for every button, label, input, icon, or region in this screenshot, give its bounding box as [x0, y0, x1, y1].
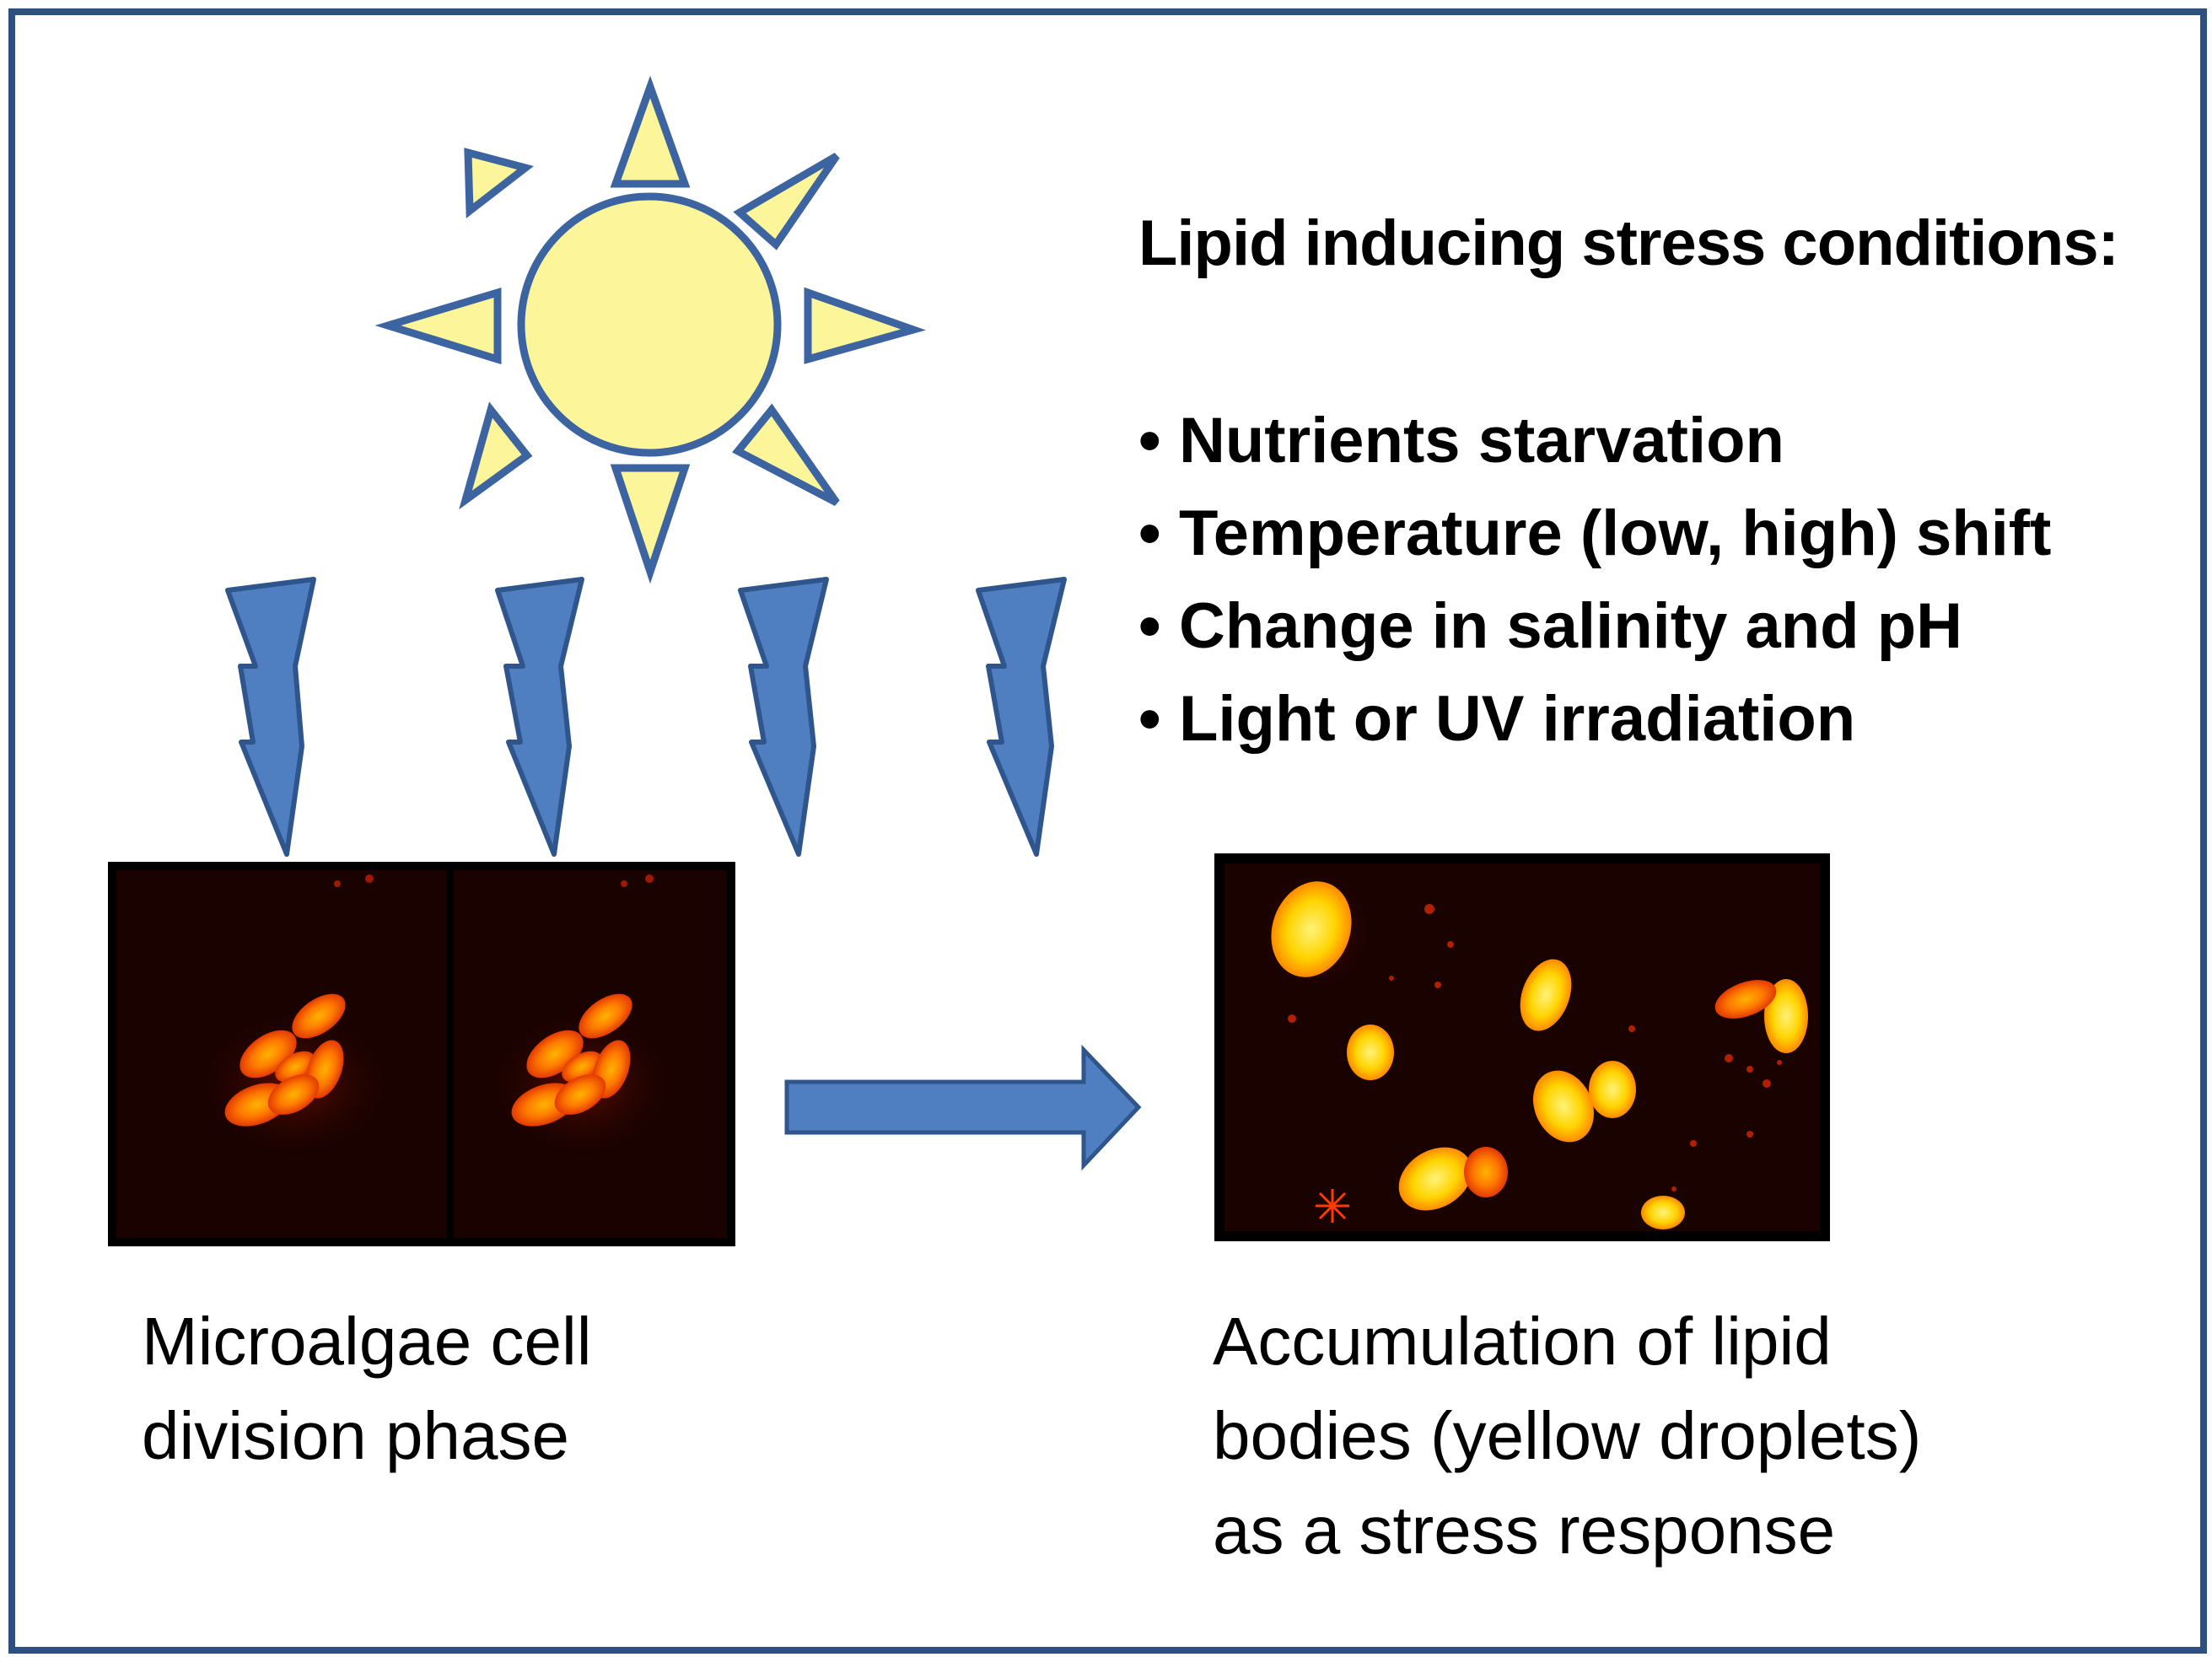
caption-right: Accumulation of lipid bodies (yellow dro…: [1213, 1294, 2056, 1578]
condition-label: Light or UV irradiation: [1179, 683, 1856, 755]
sun-disc: [517, 192, 782, 457]
sun-ray-left: [374, 287, 502, 365]
caption-right-line: Accumulation of lipid: [1213, 1304, 1832, 1379]
sun-ray-bottom: [610, 464, 691, 584]
caption-left-line: division phase: [142, 1398, 569, 1473]
cell: [292, 993, 346, 1039]
lipid-droplet: [1398, 1147, 1472, 1211]
diagram-frame: [8, 8, 2207, 1654]
micrograph-left: [108, 862, 735, 1246]
star-artifact: [1316, 1189, 1349, 1223]
sun-ray-bottom-left: [459, 401, 533, 510]
cell-cluster: [194, 874, 396, 1159]
condition-item: • Nutrients starvation: [1138, 395, 2051, 487]
right-arrow-icon: [784, 1044, 1142, 1171]
condition-item: •Change in salinity and pH: [1138, 580, 2051, 673]
sun-icon: [374, 75, 926, 584]
lightning-bolt-icon: [225, 577, 316, 857]
cell: [267, 1074, 320, 1115]
bullet-icon: •: [1138, 498, 1161, 569]
lipid-droplet: [1589, 1061, 1636, 1118]
cell: [579, 993, 632, 1039]
lipid-droplets: [1257, 869, 1808, 1229]
sun-ray-top-right: [733, 153, 840, 250]
lipid-droplet: [1641, 1196, 1685, 1229]
stress-conditions-list: • Nutrients starvation • Temperature (low,…: [1138, 395, 2051, 766]
lightning-bolt-icon: [976, 577, 1067, 857]
bullet-icon: •: [1138, 405, 1161, 476]
lipid-droplet: [1533, 1070, 1594, 1143]
condition-label: Temperature (low, high) shift: [1179, 498, 2052, 569]
caption-right-line: as a stress response: [1213, 1493, 1836, 1568]
condition-item: •Light or UV irradiation: [1138, 673, 2051, 766]
bullet-icon: •: [1138, 683, 1161, 755]
lightning-bolt-icon: [495, 577, 584, 857]
bullet-icon: •: [1138, 590, 1161, 662]
lipid-droplet: [1464, 1147, 1508, 1197]
caption-left-line: Microalgae cell: [142, 1304, 592, 1379]
cell-cluster: [485, 874, 679, 1159]
caption-left: Microalgae cell division phase: [142, 1294, 732, 1483]
condition-label: Change in salinity and pH: [1179, 590, 1962, 662]
condition-item: • Temperature (low, high) shift: [1138, 487, 2051, 580]
lipid-droplet: [1347, 1025, 1394, 1080]
condition-label: Nutrients starvation: [1179, 405, 1784, 476]
lipid-droplet: [1520, 959, 1572, 1031]
lightning-bolts: [225, 577, 1067, 857]
caption-right-line: bodies (yellow droplets): [1213, 1398, 1922, 1473]
lipid-droplet: [1714, 980, 1777, 1019]
micrograph-right: [1214, 853, 1830, 1241]
sun-ray-top-left: [464, 148, 534, 218]
lipid-droplet: [1271, 881, 1352, 977]
cell: [554, 1074, 606, 1115]
sun-ray-bottom-right: [732, 403, 840, 506]
lightning-bolt-icon: [738, 577, 829, 857]
sun-ray-top: [610, 75, 691, 188]
sun-ray-right: [804, 287, 926, 364]
stress-conditions-heading: Lipid inducing stress conditions:: [1138, 207, 2119, 279]
lipid-droplet: [1764, 979, 1808, 1053]
